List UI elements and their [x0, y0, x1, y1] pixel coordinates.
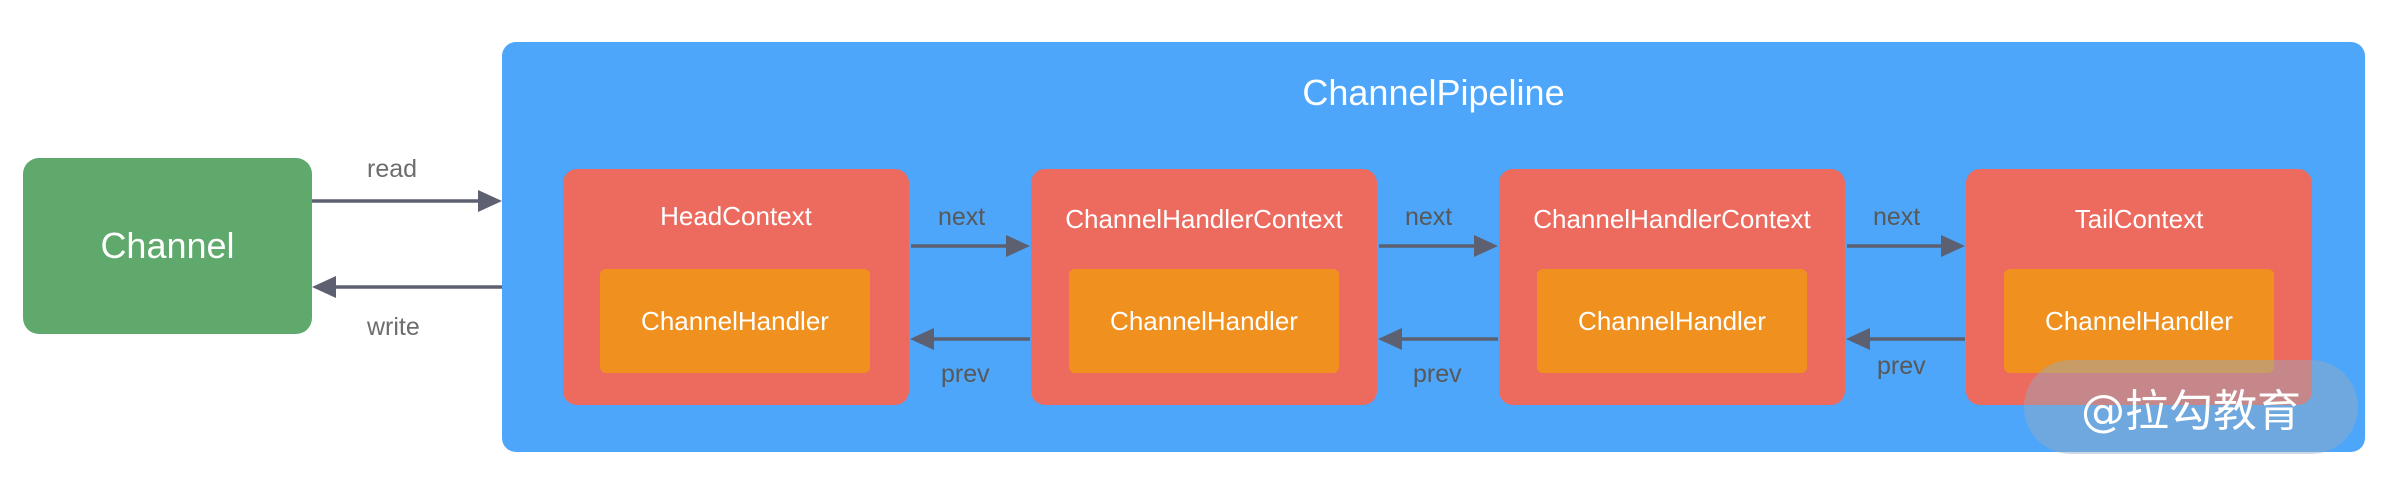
next-arrowhead-2 — [1474, 235, 1498, 257]
head-context-title: HeadContext — [660, 201, 812, 231]
write-arrowhead — [312, 276, 336, 298]
read-label: read — [367, 155, 418, 183]
watermark-badge: @拉勾教育 — [2024, 360, 2358, 454]
prev-label-2: prev — [1413, 360, 1462, 388]
handler-label: ChannelHandler — [1578, 305, 1766, 336]
channel-node: Channel — [23, 158, 312, 334]
tail-context-title: TailContext — [2074, 204, 2204, 234]
write-label: write — [367, 313, 420, 341]
prev-arrowhead-2 — [1378, 328, 1402, 350]
head-context-handler: ChannelHandler — [600, 269, 870, 373]
next-arrowhead-3 — [1941, 235, 1965, 257]
handler-context-handler-1: ChannelHandler — [1069, 269, 1339, 373]
handler-label: ChannelHandler — [1110, 305, 1298, 336]
pipeline-title: ChannelPipeline — [1302, 72, 1565, 113]
prev-arrowhead-1 — [910, 328, 934, 350]
prev-arrowhead-3 — [1846, 328, 1870, 350]
next-label-2: next — [1405, 203, 1453, 231]
handler-context-title-1: ChannelHandlerContext — [1065, 204, 1343, 234]
prev-label-1: prev — [941, 360, 990, 388]
prev-label-3: prev — [1877, 352, 1926, 380]
handler-label: ChannelHandler — [2045, 305, 2233, 336]
watermark-text: @拉勾教育 — [2081, 386, 2301, 437]
read-arrowhead — [478, 190, 502, 212]
next-label-3: next — [1873, 203, 1921, 231]
handler-context-handler-2: ChannelHandler — [1537, 269, 1807, 373]
handler-context-title-2: ChannelHandlerContext — [1533, 204, 1811, 234]
next-arrowhead-1 — [1006, 235, 1030, 257]
next-label-1: next — [938, 203, 986, 231]
channel-label: Channel — [100, 225, 235, 266]
tail-context-handler: ChannelHandler — [2004, 269, 2274, 373]
handler-label: ChannelHandler — [641, 305, 829, 336]
